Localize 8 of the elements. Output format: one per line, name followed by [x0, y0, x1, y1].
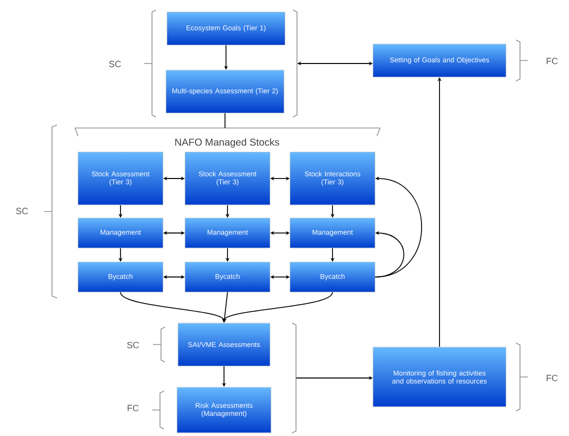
- side-label: SC: [16, 208, 28, 214]
- side-label: SC: [127, 342, 139, 348]
- side-label: FC: [546, 374, 558, 382]
- side-label: FC: [546, 58, 558, 64]
- side-label: SC: [109, 60, 121, 68]
- side-label: FC: [128, 404, 139, 412]
- group-bracket: [144, 10, 298, 118]
- group-bracket: [292, 322, 296, 434]
